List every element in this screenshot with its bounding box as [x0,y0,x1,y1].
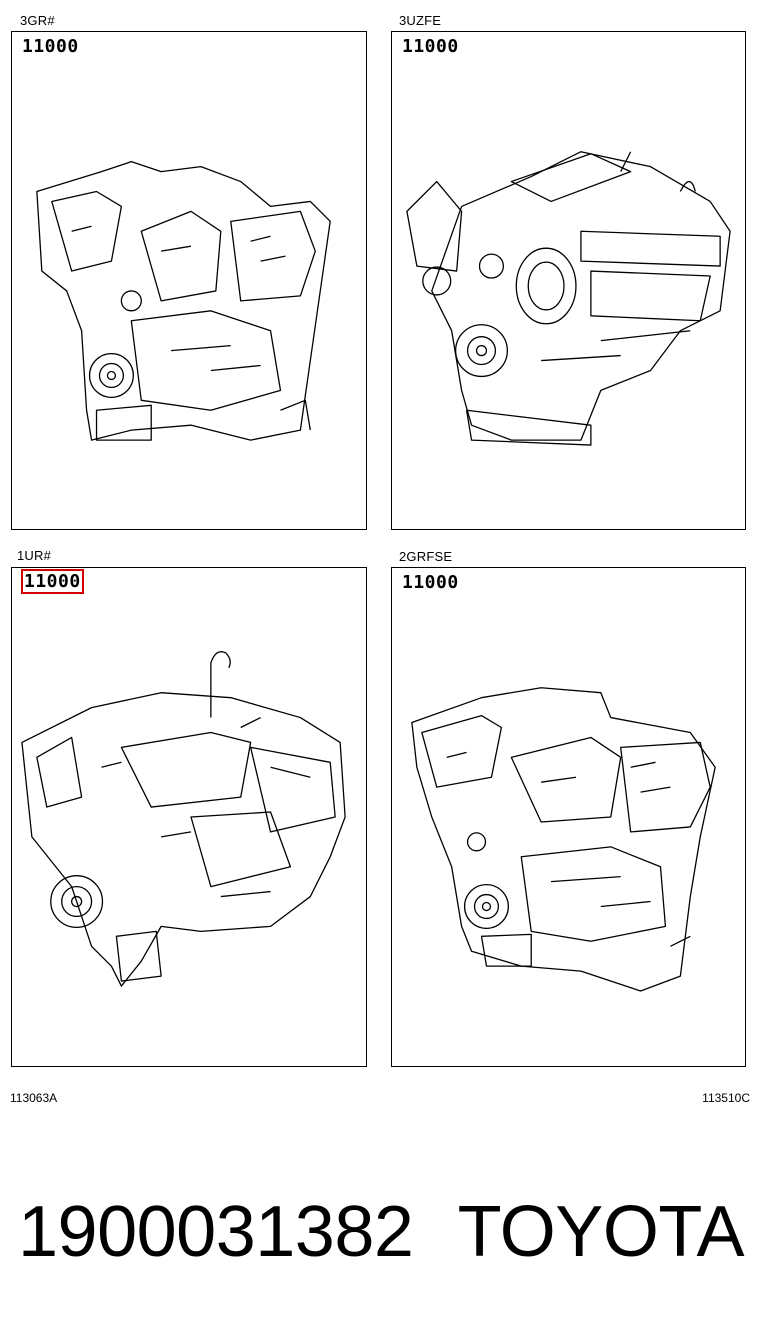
part-code-label[interactable]: 11000 [402,36,459,57]
diagram-panel-3gr[interactable]: 11000 [11,31,367,530]
engine-label-3gr: 3GR# [20,13,55,28]
engine-label-2grfse: 2GRFSE [399,549,453,564]
brand-name: TOYOTA [457,1192,745,1272]
part-code-label[interactable]: 11000 [402,572,459,593]
part-number: 1900031382 [18,1192,414,1272]
engine-drawing [406,151,731,446]
part-code-label[interactable]: 11000 [22,36,79,57]
engine-label-3uzfe: 3UZFE [399,13,442,28]
diagram-panel-3uzfe[interactable]: 11000 [391,31,746,530]
engine-drawing [21,651,346,987]
engine-drawing [411,687,716,992]
diagram-panel-1ur[interactable]: 11000 [11,567,367,1067]
diagram-panel-2grfse[interactable]: 11000 [391,567,746,1067]
part-code-label-highlighted[interactable]: 11000 [21,569,84,594]
engine-drawing [36,161,331,441]
engine-label-1ur: 1UR# [17,548,52,563]
reference-code-right: 113510C [702,1091,750,1105]
reference-code-left: 113063A [10,1091,58,1105]
